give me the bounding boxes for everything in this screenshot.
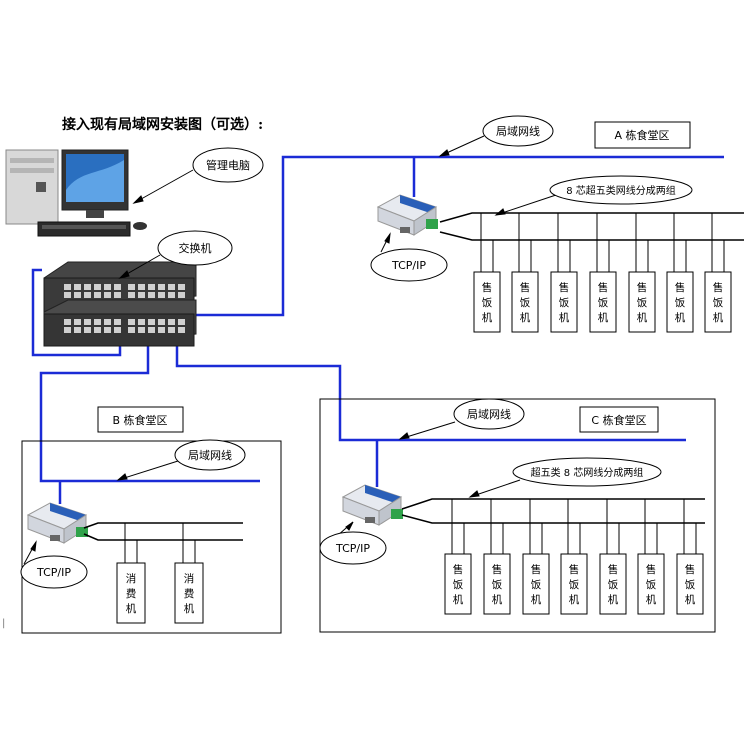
zone_c-terminal-1: 售饭机 xyxy=(444,553,472,615)
tcpip-c-label: TCP/IP xyxy=(335,542,370,555)
callout-lan-b xyxy=(174,439,246,471)
zone-b-terminals: 消费机 消费机 xyxy=(116,523,204,624)
switch-to-pc-line xyxy=(31,268,122,357)
terminal-label: 售饭机 xyxy=(482,281,493,324)
terminal-label: 售饭机 xyxy=(492,563,503,606)
terminal-label: 售饭机 xyxy=(520,281,531,324)
zone-c-label: C 栋食堂区 xyxy=(591,413,646,427)
zone-a-label-box xyxy=(594,121,691,149)
zone_a-terminal-6: 售饭机 xyxy=(666,271,694,333)
lan-line-c xyxy=(175,332,686,442)
management-pc-label: 管理电脑 xyxy=(206,158,250,172)
converter-b-icon xyxy=(26,502,88,544)
zone-a-terminals: 售饭机 售饭机 售饭机 售饭机 售饭机 售饭机 售饭机 xyxy=(473,213,732,333)
zone_a-terminal-3: 售饭机 xyxy=(550,271,578,333)
converter-a-icon xyxy=(376,194,438,236)
tcpip-b-label: TCP/IP xyxy=(36,566,71,579)
terminal-label: 消费机 xyxy=(126,572,137,615)
computer-icon xyxy=(5,149,147,237)
callout-cable-c xyxy=(512,457,662,487)
cable-a-label: 8 芯超五类网线分成两组 xyxy=(566,184,676,197)
zone_c-terminal-2: 售饭机 xyxy=(483,553,511,615)
bus-b-bottom xyxy=(83,533,243,541)
zone_c-terminal-3: 售饭机 xyxy=(522,553,550,615)
terminal-label: 售饭机 xyxy=(646,563,657,606)
zone_a-terminal-1: 售饭机 xyxy=(473,271,501,333)
zone_b-terminal-1: 消费机 xyxy=(116,562,146,624)
zone_a-terminal-7: 售饭机 xyxy=(704,271,732,333)
zone-b-label: B 栋食堂区 xyxy=(112,413,167,427)
lan-line-a xyxy=(190,155,724,317)
bus-a-bottom xyxy=(439,231,744,241)
lan-line-b xyxy=(39,332,260,483)
lan-b-label: 局域网线 xyxy=(188,448,232,462)
terminal-label: 售饭机 xyxy=(675,281,686,324)
zone_c-terminal-6: 售饭机 xyxy=(637,553,665,615)
callout-lan-a xyxy=(482,115,554,147)
zone_b-terminal-2: 消费机 xyxy=(174,562,204,624)
zone-b-label-box xyxy=(97,406,184,433)
switch-label: 交换机 xyxy=(179,241,212,255)
callout-lan-c xyxy=(453,398,525,430)
zone_c-terminal-7: 售饭机 xyxy=(676,553,704,615)
zone-c-box xyxy=(319,398,716,633)
terminal-label: 消费机 xyxy=(184,572,195,615)
switch-icon xyxy=(43,261,197,347)
terminal-label: 售饭机 xyxy=(453,563,464,606)
bus-c-bottom xyxy=(401,514,705,524)
bus-a-top xyxy=(439,212,744,223)
tcpip-a-label: TCP/IP xyxy=(391,259,426,272)
callout-cable-a xyxy=(549,175,693,205)
terminal-label: 售饭机 xyxy=(531,563,542,606)
converter-c-icon xyxy=(341,484,403,526)
zone_c-terminal-4: 售饭机 xyxy=(560,553,588,615)
network-lines xyxy=(31,155,724,504)
zone_a-terminal-2: 售饭机 xyxy=(511,271,539,333)
bus-b-top xyxy=(83,522,243,529)
diagram-title: 接入现有局域网安装图（可选）: xyxy=(62,116,263,133)
svg-text:|: | xyxy=(2,618,5,629)
cable-c-label: 超五类 8 芯网线分成两组 xyxy=(531,466,644,479)
lan-a-label: 局域网线 xyxy=(496,124,540,138)
bus-c-top xyxy=(401,498,705,510)
callout-tcpip-b xyxy=(20,555,88,589)
lan-c-label: 局域网线 xyxy=(467,407,511,421)
zone_c-terminal-5: 售饭机 xyxy=(599,553,627,615)
terminal-label: 售饭机 xyxy=(598,281,609,324)
zone-a-label: A 栋食堂区 xyxy=(614,128,669,142)
callout-tcpip-a xyxy=(370,248,448,282)
zone-c-label-box xyxy=(579,406,659,433)
terminal-label: 售饭机 xyxy=(637,281,648,324)
terminal-label: 售饭机 xyxy=(608,563,619,606)
callout-tcpip-c xyxy=(319,531,387,565)
zone_a-terminal-4: 售饭机 xyxy=(589,271,617,333)
callout-management-pc xyxy=(192,147,264,183)
callout-switch xyxy=(157,230,233,266)
terminal-label: 售饭机 xyxy=(569,563,580,606)
zone-c-terminals: 售饭机 售饭机 售饭机 售饭机 售饭机 售饭机 售饭机 xyxy=(444,499,704,615)
zone-b-box xyxy=(21,440,282,634)
terminal-label: 售饭机 xyxy=(713,281,724,324)
zone_a-terminal-5: 售饭机 xyxy=(628,271,656,333)
terminal-label: 售饭机 xyxy=(559,281,570,324)
terminal-label: 售饭机 xyxy=(685,563,696,606)
